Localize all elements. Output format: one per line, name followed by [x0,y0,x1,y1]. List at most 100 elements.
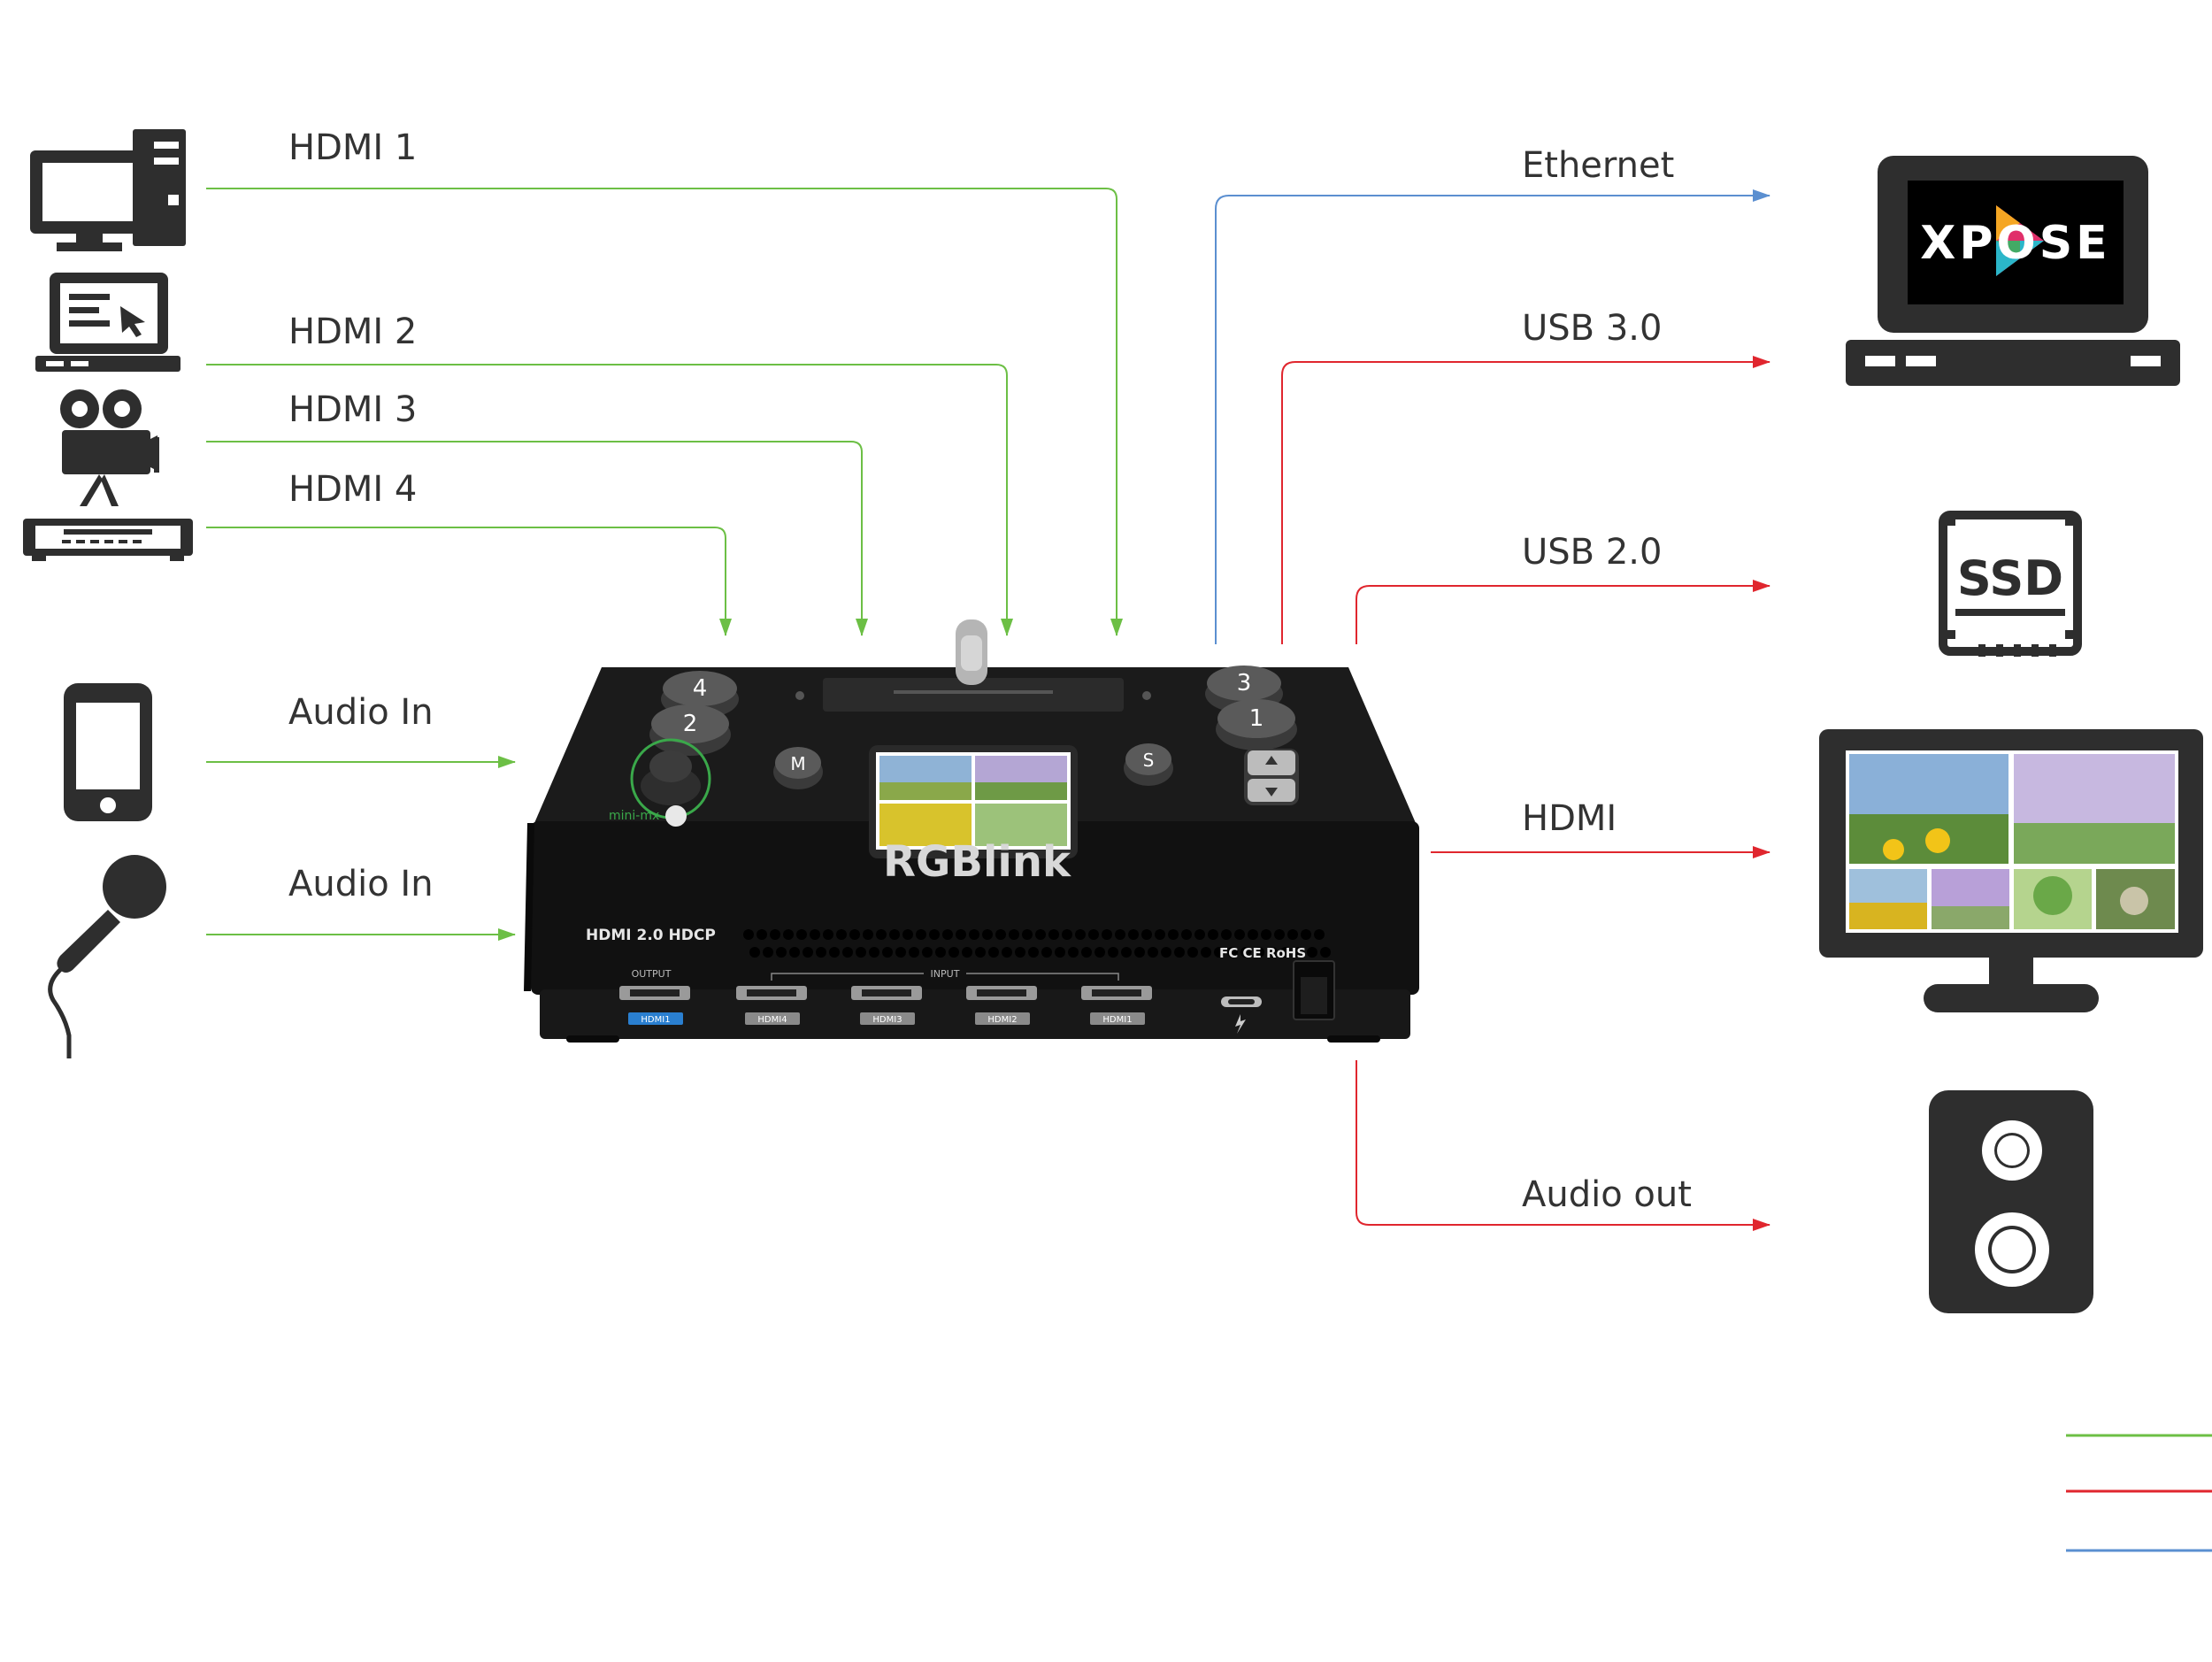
vent-hole [1267,947,1278,958]
vent-hole [1022,929,1033,940]
vent-hole [1227,947,1238,958]
vent-hole [1055,947,1065,958]
label-hdmi1: HDMI 1 [288,127,418,168]
vent-hole [1081,947,1092,958]
speaker-icon [1929,1090,2093,1313]
label-audio-in-mic: Audio In [288,864,434,904]
hdmi1-line [206,188,1123,636]
svg-text:1: 1 [1249,705,1264,732]
svg-text:3: 3 [1237,670,1252,696]
vent-hole [1048,929,1059,940]
ethernet-line [1215,189,1770,644]
vent-hole [895,947,906,958]
label-usb20: USB 2.0 [1522,532,1663,573]
label-hdmi3: HDMI 3 [288,389,418,430]
vent-hole [1194,929,1205,940]
vent-hole [789,947,800,958]
vent-hole [995,929,1006,940]
vent-hole [1287,929,1298,940]
vent-hole [1128,929,1139,940]
vent-hole [1201,947,1211,958]
vent-hole [1002,947,1012,958]
vent-hole [1134,947,1145,958]
laptop-presentation-icon [35,273,180,372]
vent-hole [942,929,953,940]
vent-hole [1234,929,1245,940]
key-1[interactable]: 1 [1216,699,1297,750]
svg-text:mini-mx: mini-mx [609,809,659,823]
svg-text:4: 4 [693,675,708,702]
port-hdmi2[interactable]: HDMI2 [966,986,1037,1025]
ssd-label: SSD [1957,550,2063,606]
usb30-line [1281,356,1770,644]
label-ethernet: Ethernet [1522,145,1675,186]
vent-hole [1015,947,1025,958]
vent-hole [1041,947,1052,958]
key-m[interactable]: M [773,747,823,789]
label-hdmi2: HDMI 2 [288,312,418,352]
vent-hole [1035,929,1046,940]
vent-hole [856,947,866,958]
vent-hole [869,947,879,958]
arrow-keys[interactable] [1244,749,1299,805]
label-audio-out: Audio out [1522,1174,1692,1215]
vent-hole [1168,929,1179,940]
port-hdmi3[interactable]: HDMI3 [851,986,922,1025]
vent-hole [842,947,853,958]
vent-hole [1088,929,1099,940]
desktop-computer-icon [30,129,186,251]
vent-hole [1208,929,1218,940]
vent-hole [1301,929,1311,940]
vent-hole [916,929,926,940]
svg-text:HDMI4: HDMI4 [757,1015,787,1025]
svg-text:HDMI2: HDMI2 [987,1015,1017,1025]
port-hdmi-output[interactable]: HDMI1 [619,986,690,1025]
vent-hole [982,929,993,940]
microphone-icon [48,855,166,1058]
vent-hole [770,929,780,940]
vent-hole [1155,929,1165,940]
joystick[interactable] [630,738,711,827]
vent-hole [962,947,972,958]
vent-hole [1075,929,1086,940]
power-switch[interactable] [1293,960,1335,1020]
vent-hole [776,947,787,958]
vent-hole [863,929,873,940]
vent-hole [949,947,959,958]
vent-hole [757,929,767,940]
vent-hole [816,947,826,958]
port-hdmi1[interactable]: HDMI1 [1081,986,1152,1025]
vent-hole [1274,929,1285,940]
key-s[interactable]: S [1124,743,1173,786]
port-hdmi4[interactable]: HDMI4 [736,986,807,1025]
vent-hole [796,929,807,940]
label-audio-in-phone: Audio In [288,692,434,733]
vent-hole [902,929,913,940]
dvd-player-icon [23,519,193,561]
svg-text:S: S [1143,750,1155,771]
vent-hole [1280,947,1291,958]
laptop-icon: XPOSE [1846,156,2180,386]
vent-hole [1009,929,1019,940]
svg-text:INPUT: INPUT [931,968,960,980]
vent-hole [889,929,900,940]
video-camera-icon [60,389,159,506]
key-2[interactable]: 2 [649,704,731,756]
vent-hole [1314,929,1325,940]
svg-text:HDMI1: HDMI1 [1102,1015,1132,1025]
svg-text:HDMI1: HDMI1 [641,1015,670,1025]
vent-hole [876,929,887,940]
svg-text:2: 2 [683,711,698,737]
device-certs: FC CE RoHS [1219,945,1306,961]
vent-hole [969,929,979,940]
vent-hole [1261,929,1271,940]
vent-hole [882,947,893,958]
smartphone-icon [64,683,152,821]
vent-hole [1174,947,1185,958]
device-brand: RGBlink [883,837,1071,887]
vent-hole [1115,929,1125,940]
usb-c-port[interactable] [1221,996,1262,1034]
svg-text:HDMI3: HDMI3 [872,1015,902,1025]
vent-hole [1294,947,1304,958]
